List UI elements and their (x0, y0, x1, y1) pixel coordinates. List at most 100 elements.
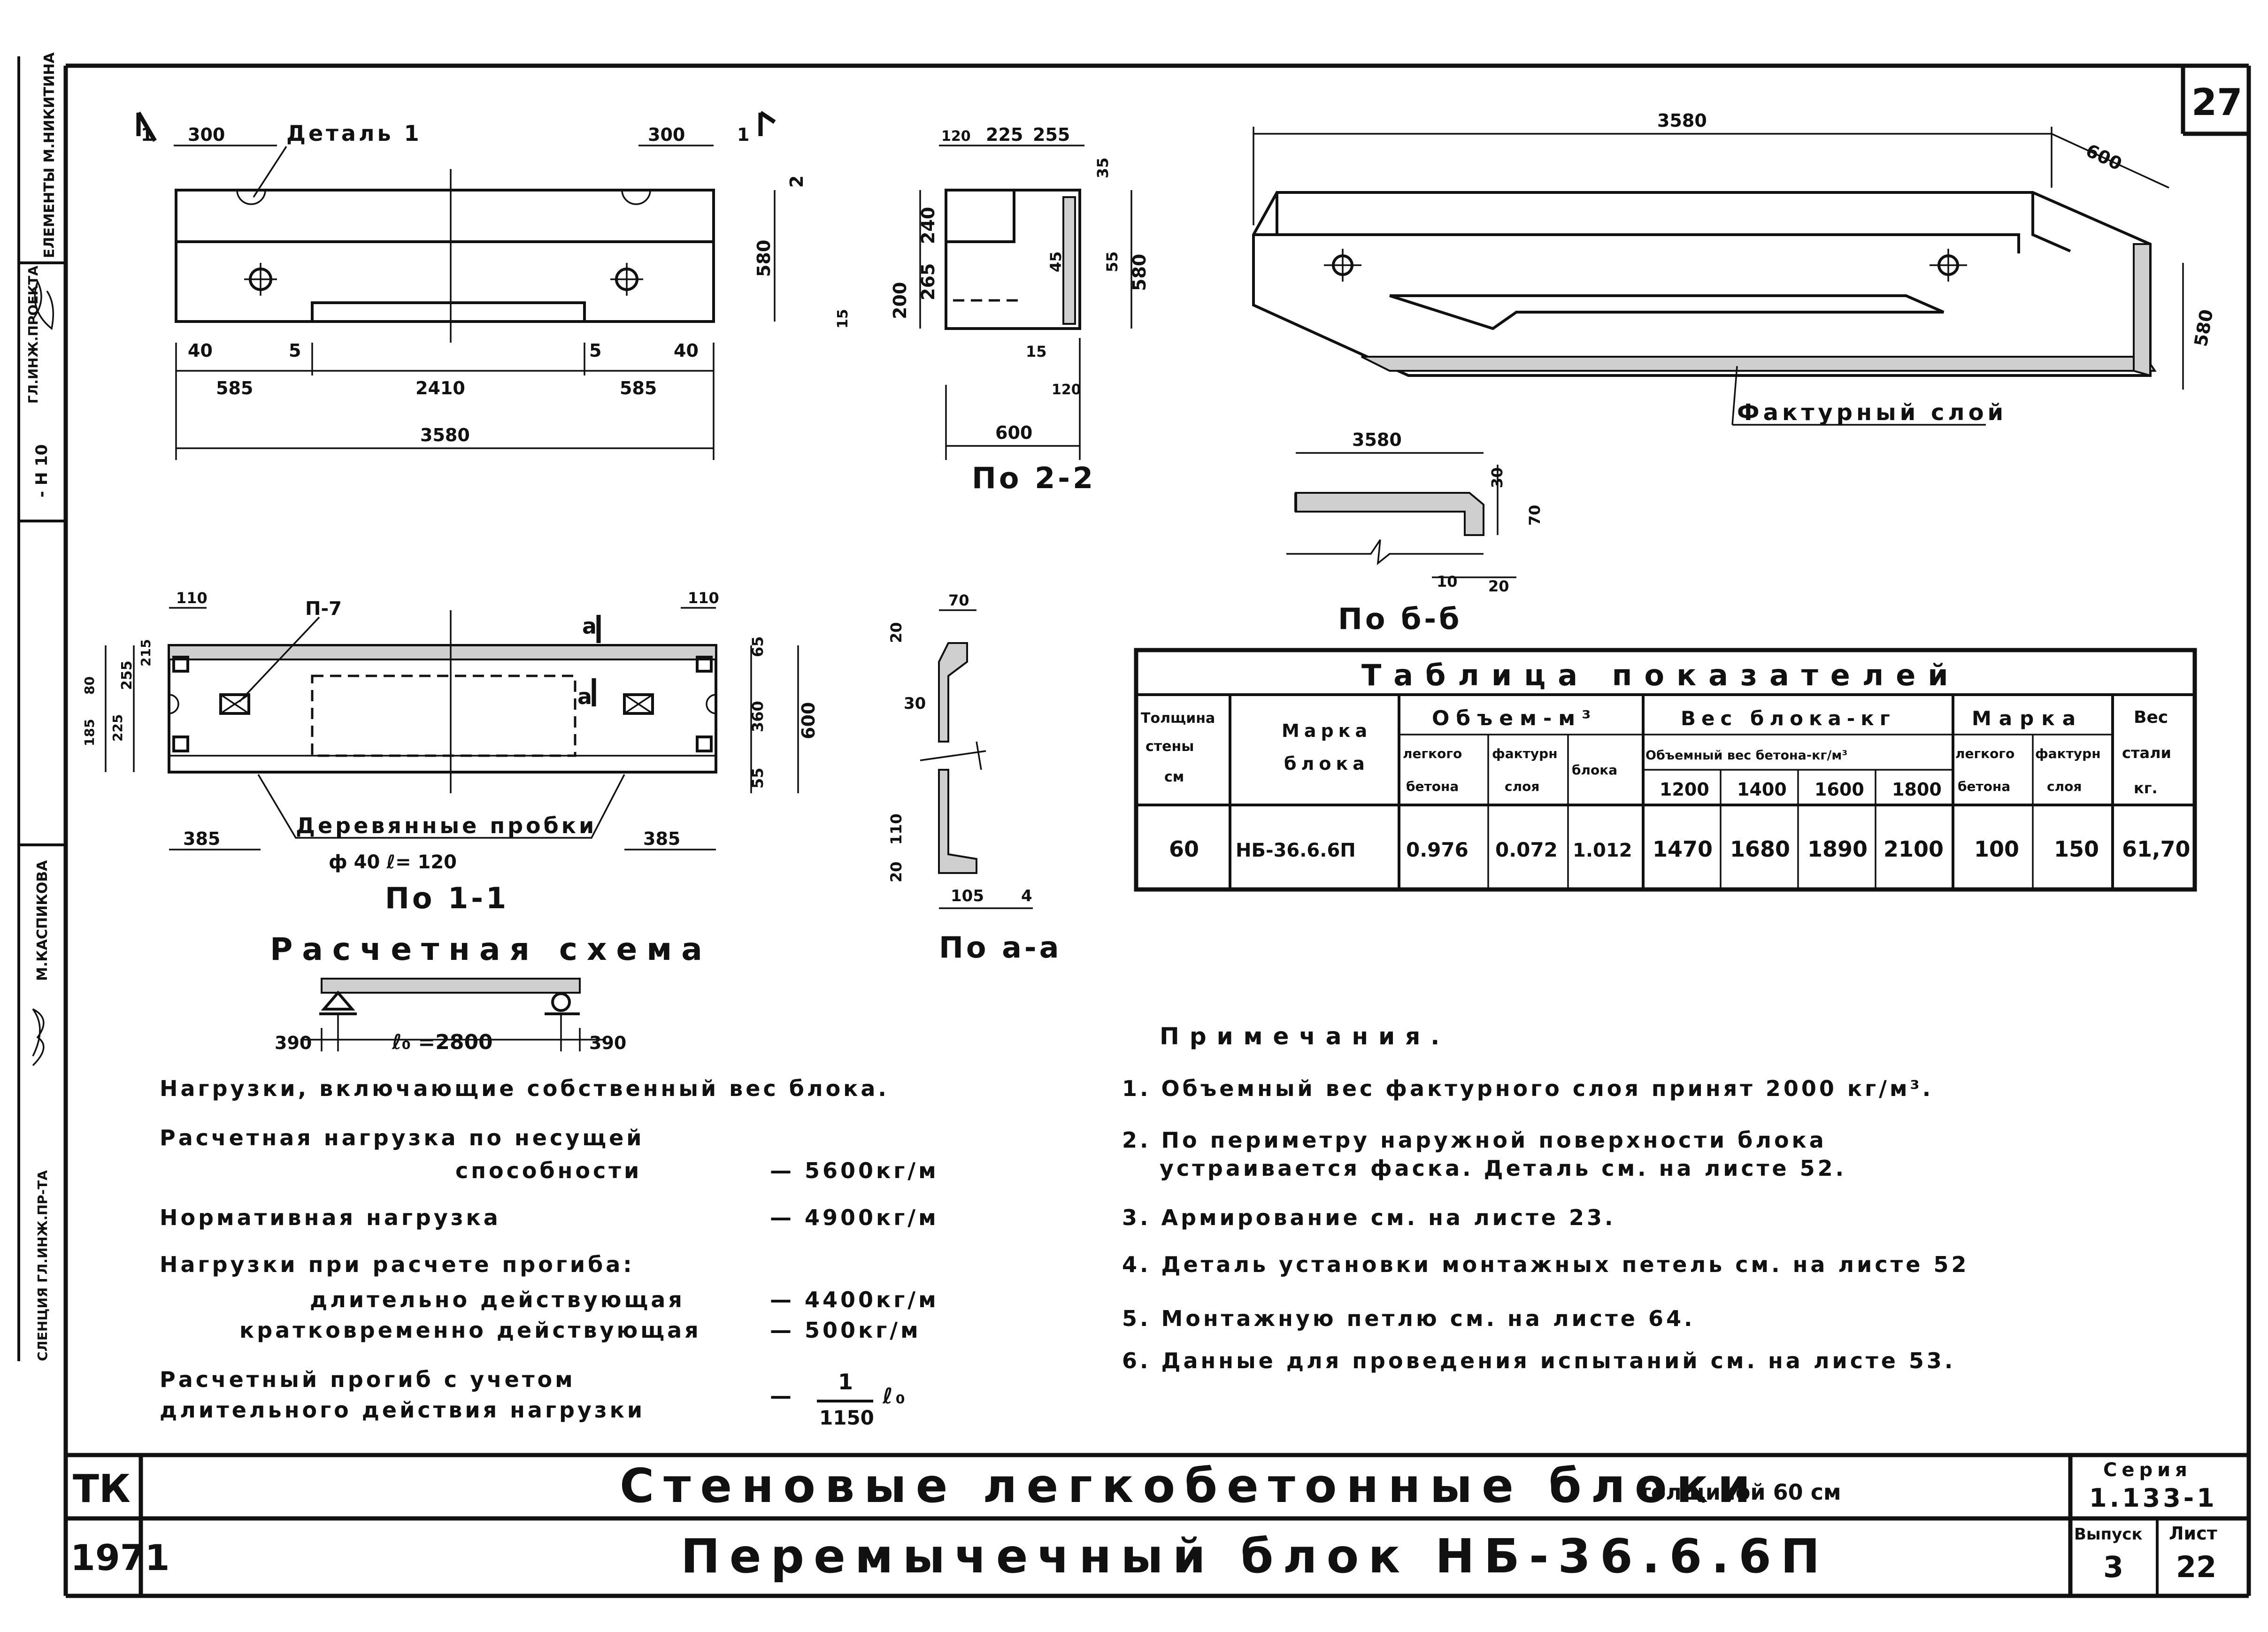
plan-p7-label: П-7 (305, 598, 342, 620)
plan-dim-255: 255 (119, 660, 135, 690)
sheet-corner-number: 27 (2191, 82, 2243, 124)
dim-5-left: 5 (289, 340, 301, 361)
dim-300-right: 300 (648, 124, 685, 145)
table-cell-vol-light: 0.976 (1406, 838, 1468, 861)
table-h-volume: Объем-м³ (1432, 706, 1598, 730)
scheme-dim-390-left: 390 (275, 1033, 312, 1053)
plan-dim-225: 225 (110, 714, 125, 742)
table-h-grade-light-1: легкого (1955, 746, 2014, 761)
loads-row4-val: — 4400кг/м (770, 1287, 939, 1312)
table-cell-mark: НБ-36.6.6П (1236, 840, 1356, 861)
dim-40-left: 40 (188, 340, 213, 361)
table-h-thick-1: Толщина (1141, 710, 1215, 727)
loads-row2: Нормативная нагрузка (160, 1205, 501, 1230)
detail-label: Деталь 1 (286, 121, 422, 146)
loads-frac-tail: ℓ₀ (882, 1383, 908, 1409)
s22-dim-15a: 15 (835, 309, 851, 329)
saa-dim-4: 4 (1021, 887, 1032, 905)
stamp-mid3: М.КАСПИКОВА (34, 860, 51, 981)
stamp-top: ЕЛЕМЕНТЫ М.НИКИТИНА (41, 52, 58, 258)
s22-dim-255: 255 (1033, 124, 1070, 145)
note-2a: 2. По периметру наружной поверхности бло… (1122, 1127, 1827, 1153)
table-h-steel-3: кг. (2134, 779, 2158, 797)
table-h-weight: Вес блока-кг (1681, 707, 1896, 730)
plan-dim-600: 600 (798, 702, 819, 739)
section-bb: 3580 30 70 10 20 По б-б (1286, 429, 1544, 636)
indicators-table: Таблица показателей Толщина стены см Мар… (1134, 648, 2197, 892)
loads-row1-val: — 5600кг/м (770, 1158, 939, 1183)
table-h-vol-fact-1: фактурн (1492, 746, 1558, 761)
loads-row2-val: — 4900кг/м (770, 1205, 939, 1230)
signature-2 (32, 1008, 45, 1066)
tb-org: ТК (73, 1467, 131, 1511)
s22-dim-580: 580 (1129, 254, 1150, 291)
table-h-weight-1200: 1200 (1660, 779, 1709, 800)
note-2b: устраивается фаска. Деталь см. на листе … (1160, 1156, 1846, 1181)
dim-300-left: 300 (188, 124, 225, 145)
saa-dim-20-top: 20 (887, 622, 905, 643)
table-h-weight-sub: Объемный вес бетона-кг/м³ (1645, 748, 1847, 763)
plan-dim-80: 80 (82, 676, 97, 695)
s22-dim-45: 45 (1047, 251, 1065, 272)
loads-row1-a: Расчетная нагрузка по несущей (160, 1125, 645, 1150)
s22-dim-120: 120 (941, 128, 971, 145)
loads-row6-a: Расчетный прогиб с учетом (160, 1367, 576, 1392)
sbb-dim-70: 70 (1526, 505, 1544, 526)
tb-title1-small: толщиной 60 см (1638, 1479, 1841, 1505)
plan-dim-110-right: 110 (688, 589, 719, 607)
table-h-grade-fact-2: слоя (2047, 779, 2082, 794)
table-h-grade: Марка (1972, 707, 2083, 730)
plan-dim-185: 185 (82, 719, 97, 746)
note-4: 4. Деталь установки монтажных петель см.… (1122, 1252, 1969, 1277)
s22-dim-200: 200 (890, 282, 910, 319)
tb-issue-value: 3 (2103, 1550, 2123, 1584)
iso-facture-label: Фактурный слой (1737, 399, 2007, 426)
plan-dim-385-right: 385 (643, 828, 680, 849)
table-cell-weight-1200: 1470 (1653, 836, 1713, 862)
sheet-frame: 27 ЕЛЕМЕНТЫ М.НИКИТИНА ГЛ.ИНЖ.ПРОЕКТА - … (17, 52, 2251, 1598)
plan-dim-215: 215 (138, 639, 154, 667)
table-cell-thickness: 60 (1169, 836, 1199, 862)
note-1: 1. Объемный вес фактурного слоя принят 2… (1122, 1076, 1933, 1101)
plan-label: По 1-1 (385, 881, 509, 915)
loads-row4: длительно действующая (310, 1287, 685, 1312)
sbb-label: По б-б (1338, 602, 1462, 636)
loads-heading: Нагрузки, включающие собственный вес бло… (160, 1076, 889, 1101)
s22-dim-240: 240 (918, 207, 938, 244)
table-cell-vol-block: 1.012 (1573, 840, 1632, 861)
loads-row5-val: — 500кг/м (770, 1318, 921, 1343)
table-h-mark-2: блока (1284, 753, 1369, 774)
tb-title1: Стеновые легкобетонные блоки (620, 1458, 1760, 1513)
loads-row6-b: длительного действия нагрузки (160, 1397, 645, 1423)
table-cell-vol-fact: 0.072 (1495, 838, 1558, 861)
loads-block: Нагрузки, включающие собственный вес бло… (160, 1076, 939, 1429)
s22-dim-55: 55 (1103, 251, 1121, 272)
loads-frac-den: 1150 (819, 1406, 874, 1429)
dim-40-right: 40 (674, 340, 699, 361)
plan-1-1: 110 110 П-7 а а 215 255 185 80 225 65 36… (82, 589, 819, 915)
loads-row6-dash: — (770, 1383, 794, 1409)
table-cell-grade-fact: 150 (2054, 836, 2099, 862)
table-h-vol-light-2: бетона (1406, 779, 1459, 794)
notes-heading: Примечания. (1160, 1023, 1450, 1050)
table-h-vol-block: блока (1572, 762, 1617, 778)
table-h-mark-1: Марка (1282, 720, 1372, 741)
table-h-weight-1600: 1600 (1814, 779, 1864, 800)
table-cell-weight-1600: 1890 (1807, 836, 1868, 862)
tb-series-value: 1.133-1 (2089, 1483, 2217, 1513)
loads-frac-num: 1 (838, 1369, 856, 1394)
saa-dim-110: 110 (887, 813, 905, 845)
saa-dim-20-bot: 20 (887, 861, 905, 882)
table-h-grade-fact-1: фактурн (2035, 746, 2101, 761)
table-h-weight-1400: 1400 (1737, 779, 1787, 800)
stamp-mid1: ГЛ.ИНЖ.ПРОЕКТА (25, 266, 41, 404)
section-2-2: 120 225 255 35 45 55 580 240 265 200 15 … (835, 124, 1150, 495)
sbb-dim-10: 10 (1437, 573, 1458, 590)
table-cell-weight-1400: 1680 (1730, 836, 1790, 862)
tb-sheet-value: 22 (2176, 1550, 2216, 1584)
s22-dim-600: 600 (995, 422, 1032, 443)
section-aa: 70 20 30 110 20 105 4 По а-а (887, 591, 1059, 965)
notes-block: Примечания. 1. Объемный вес фактурного с… (1122, 1023, 1969, 1373)
scheme-title: Расчетная схема (270, 931, 712, 967)
saa-dim-105: 105 (951, 887, 984, 905)
